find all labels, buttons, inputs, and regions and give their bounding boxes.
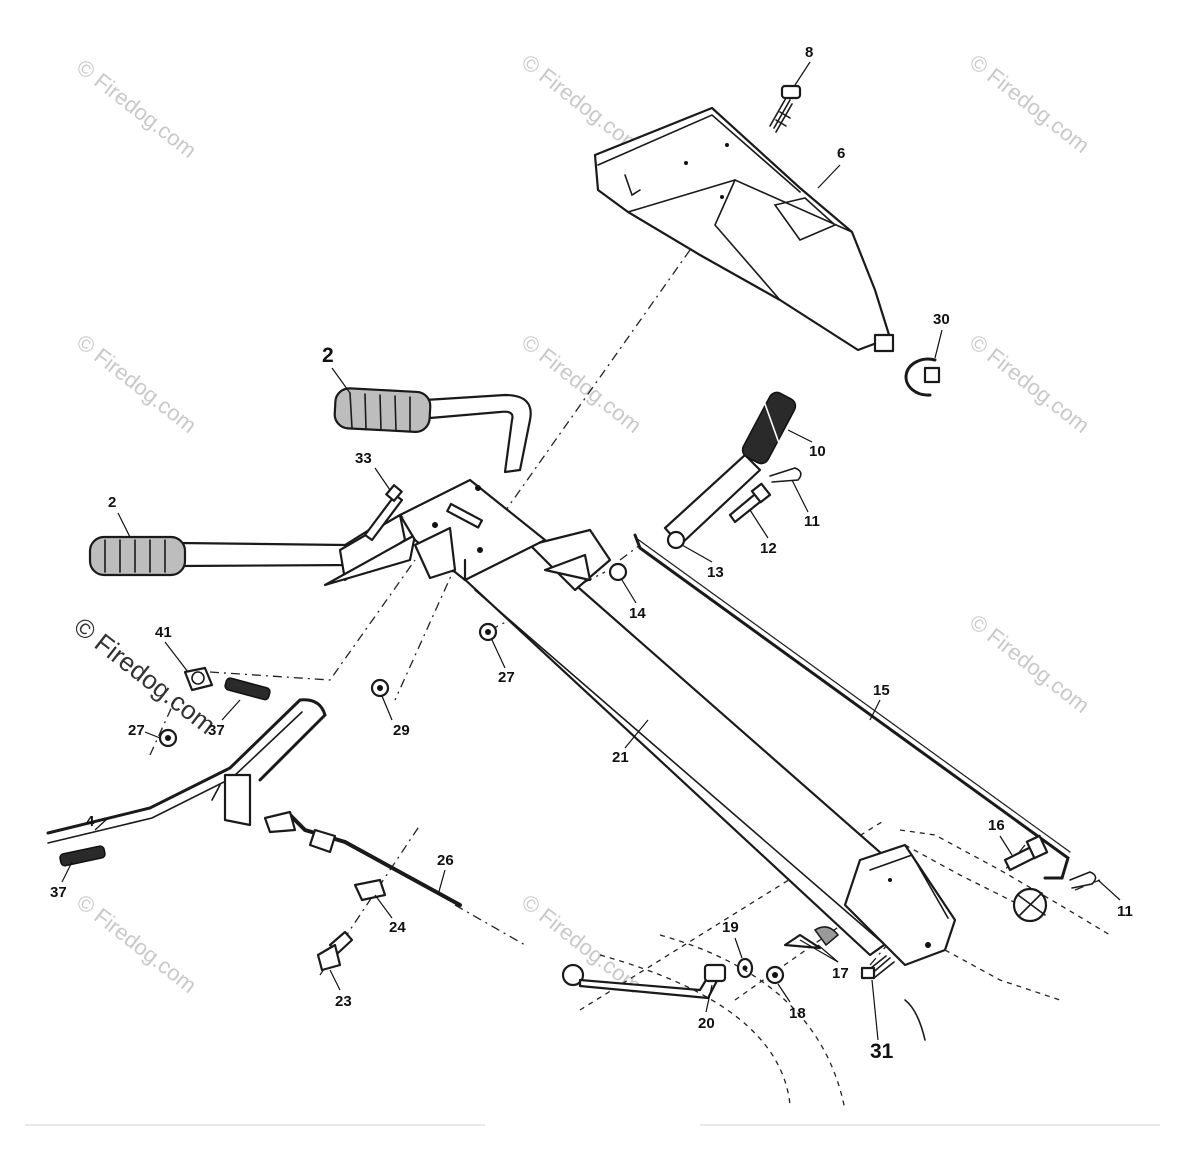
part-label: 15 (873, 682, 890, 699)
screw-part (769, 84, 802, 133)
watermark: © Firedog.com (72, 889, 201, 998)
nut-part (158, 728, 178, 748)
bushing-part (608, 562, 628, 582)
watermark: © Firedog.com (965, 609, 1094, 718)
part-label: 10 (809, 443, 826, 460)
shift-lever-part (663, 389, 797, 550)
part-label: 37 (50, 884, 67, 901)
watermark: © Firedog.com (965, 329, 1094, 438)
cable-clip-part (353, 878, 387, 902)
detent-spring-part (783, 926, 840, 950)
grip-lower-part (88, 535, 187, 577)
shroud-part (593, 106, 895, 353)
screw-part (860, 955, 895, 980)
hairpin-clip-part (1069, 871, 1097, 889)
part-label: 27 (498, 669, 515, 686)
control-lever-part (561, 963, 727, 1000)
washer-part (736, 957, 754, 979)
part-label: 30 (933, 311, 950, 328)
part-label: 11 (1117, 903, 1133, 920)
part-label: 19 (722, 919, 739, 936)
bolt-part (728, 482, 772, 524)
part-label: 13 (707, 564, 724, 581)
part-label: 23 (335, 993, 352, 1010)
carriage-bolt-part (316, 930, 354, 972)
part-label: 2 (108, 494, 116, 511)
hairpin-clip-part (769, 467, 802, 483)
part-label: 8 (805, 44, 813, 61)
part-label: 16 (988, 817, 1005, 834)
nut-part (478, 622, 498, 642)
part-label-layer: 8 6 30 2 10 11 33 12 2 13 14 41 27 27 37… (50, 44, 1133, 1063)
spring-part (59, 845, 106, 867)
watermark: © Firedog.com (965, 49, 1094, 158)
bolt-part (363, 484, 404, 542)
part-label: 37 (208, 722, 225, 739)
lower-bracket-part (843, 829, 1111, 1001)
part-label: 14 (629, 605, 646, 622)
handle-mount-part (398, 478, 547, 582)
part-label: 41 (155, 624, 172, 641)
watermark: © Firedog.com (517, 329, 646, 438)
part-label: 21 (612, 749, 629, 766)
snap-ring-part (904, 357, 941, 397)
part-label: 26 (437, 852, 454, 869)
part-label: 2 (322, 344, 334, 367)
watermark: © Firedog.com (72, 54, 201, 163)
cable-clamp-part (183, 666, 214, 692)
watermark-layer: © Firedog.com © Firedog.com © Firedog.co… (68, 49, 1094, 998)
spring-part (224, 677, 271, 701)
part-label: 6 (837, 145, 845, 162)
part-label: 27 (128, 722, 145, 739)
shift-rod-part (633, 533, 1071, 880)
grip-upper-part (333, 387, 432, 433)
part-label: 33 (355, 450, 372, 467)
bolt-part (1003, 834, 1049, 872)
lock-nut-part (765, 965, 785, 985)
cable-part (263, 810, 462, 907)
nut-part (370, 678, 390, 698)
part-label: 17 (832, 965, 849, 982)
part-label: 4 (86, 813, 95, 830)
part-label: 29 (393, 722, 410, 739)
handlebar-part (178, 393, 532, 587)
watermark: © Firedog.com (72, 329, 201, 438)
part-label: 24 (389, 919, 406, 936)
part-label: 20 (698, 1015, 715, 1032)
part-label: 11 (804, 513, 820, 530)
part-label: 31 (870, 1040, 894, 1063)
part-label: 18 (789, 1005, 806, 1022)
clutch-rod-part (46, 698, 327, 844)
part-label: 12 (760, 540, 777, 557)
clevis-part (1012, 887, 1048, 923)
